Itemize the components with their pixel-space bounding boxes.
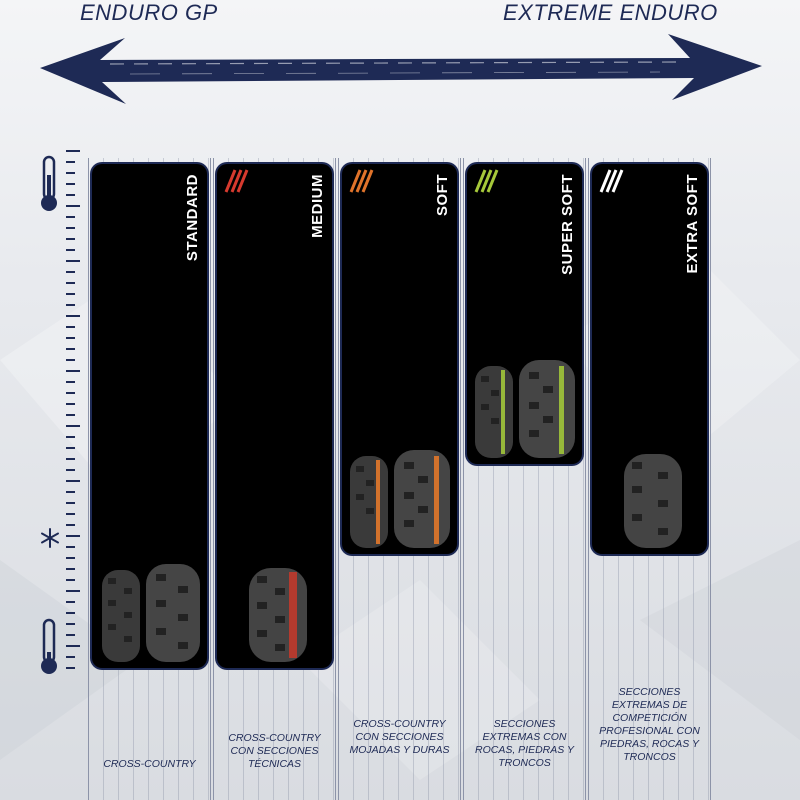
compound-description: SECCIONES EXTREMAS DE COMPETICIÓN PROFES… (599, 686, 700, 763)
compound-column-super-soft: SUPER SOFT SECCIONES EXTREMAS CON ROCAS,… (463, 158, 586, 800)
compound-description: CROSS-COUNTRY (103, 758, 196, 770)
compound-card-standard[interactable]: STANDARD (92, 164, 207, 668)
scale-tick (66, 337, 75, 339)
compound-column-extra-soft: EXTRA SOFT SECCIONES EXTREMAS DE COMPETI… (588, 158, 711, 800)
scale-tick (66, 447, 75, 449)
scale-tick (66, 326, 75, 328)
scale-tick (66, 161, 75, 163)
compound-name: MEDIUM (309, 174, 326, 238)
scale-tick (66, 150, 80, 152)
compound-description: CROSS-COUNTRY CON SECCIONES MOJADAS Y DU… (349, 718, 450, 756)
scale-tick (66, 667, 75, 669)
scale-tick (66, 436, 75, 438)
scale-tick (66, 172, 75, 174)
stripe-icon (224, 169, 249, 193)
scale-tick (66, 524, 75, 526)
scale-tick (66, 612, 75, 614)
scale-tick (66, 480, 80, 482)
scale-tick (66, 469, 75, 471)
scale-tick (66, 282, 75, 284)
compound-card-super-soft[interactable]: SUPER SOFT (467, 164, 582, 464)
compound-card-medium[interactable]: MEDIUM (217, 164, 332, 668)
scale-tick (66, 194, 75, 196)
scale-tick (66, 271, 75, 273)
thermometer-icon (41, 155, 57, 211)
scale-tick (66, 414, 75, 416)
compound-name: SOFT (434, 174, 451, 216)
extreme-enduro-label: EXTREME ENDURO (503, 0, 718, 25)
scale-tick (66, 238, 75, 240)
compound-name: EXTRA SOFT (684, 174, 701, 274)
tyre-image (102, 564, 200, 662)
scale-tick (66, 381, 75, 383)
scale-tick (66, 546, 75, 548)
scale-tick (66, 293, 75, 295)
scale-tick (66, 623, 75, 625)
scale-tick (66, 590, 80, 592)
tyre-image (624, 454, 682, 548)
compound-description: CROSS-COUNTRY CON SECCIONES TÉCNICAS (228, 732, 321, 770)
scale-tick (66, 348, 75, 350)
stripe-icon (474, 169, 499, 193)
scale-tick (66, 568, 75, 570)
scale-tick (66, 645, 80, 647)
compound-column-medium: MEDIUM CROSS-COUNTRY CON SECCIONES TÉCNI… (213, 158, 336, 800)
stripe-icon (349, 169, 374, 193)
compound-card-extra-soft[interactable]: EXTRA SOFT (592, 164, 707, 554)
scale-tick (66, 502, 75, 504)
scale-tick (66, 656, 75, 658)
tyre-image (475, 360, 575, 458)
double-arrow (40, 34, 762, 104)
stripe-icon (599, 169, 624, 193)
scale-tick (66, 205, 80, 207)
scale-tick (66, 227, 75, 229)
compound-name: SUPER SOFT (559, 174, 576, 275)
thermometer-icon (41, 618, 57, 674)
scale-tick (66, 491, 75, 493)
enduro-gp-label: ENDURO GP (80, 0, 218, 25)
tyre-image (350, 450, 450, 548)
scale-tick (66, 304, 75, 306)
compound-name: STANDARD (184, 174, 201, 262)
scale-tick (66, 392, 75, 394)
scale-tick (66, 260, 80, 262)
compound-column-soft: SOFT CROSS-COUNTRY CON SECCIONES MOJADAS… (338, 158, 461, 800)
scale-tick (66, 425, 80, 427)
scale-tick (66, 359, 75, 361)
compound-column-standard: STANDARD CROSS-COUNTRY (88, 158, 211, 800)
scale-tick (66, 315, 80, 317)
scale-tick (66, 634, 75, 636)
scale-tick (66, 535, 80, 537)
scale-tick (66, 249, 75, 251)
snowflake-icon (41, 528, 59, 548)
scale-tick (66, 458, 75, 460)
scale-tick (66, 579, 75, 581)
compound-card-soft[interactable]: SOFT (342, 164, 457, 554)
scale-tick (66, 557, 75, 559)
scale-tick (66, 403, 75, 405)
temperature-scale (38, 150, 88, 680)
compound-description: SECCIONES EXTREMAS CON ROCAS, PIEDRAS Y … (474, 718, 574, 769)
scale-tick (66, 370, 80, 372)
tyre-image (249, 568, 307, 662)
scale-tick (66, 216, 75, 218)
scale-tick (66, 183, 75, 185)
scale-tick (66, 601, 75, 603)
scale-tick (66, 513, 75, 515)
